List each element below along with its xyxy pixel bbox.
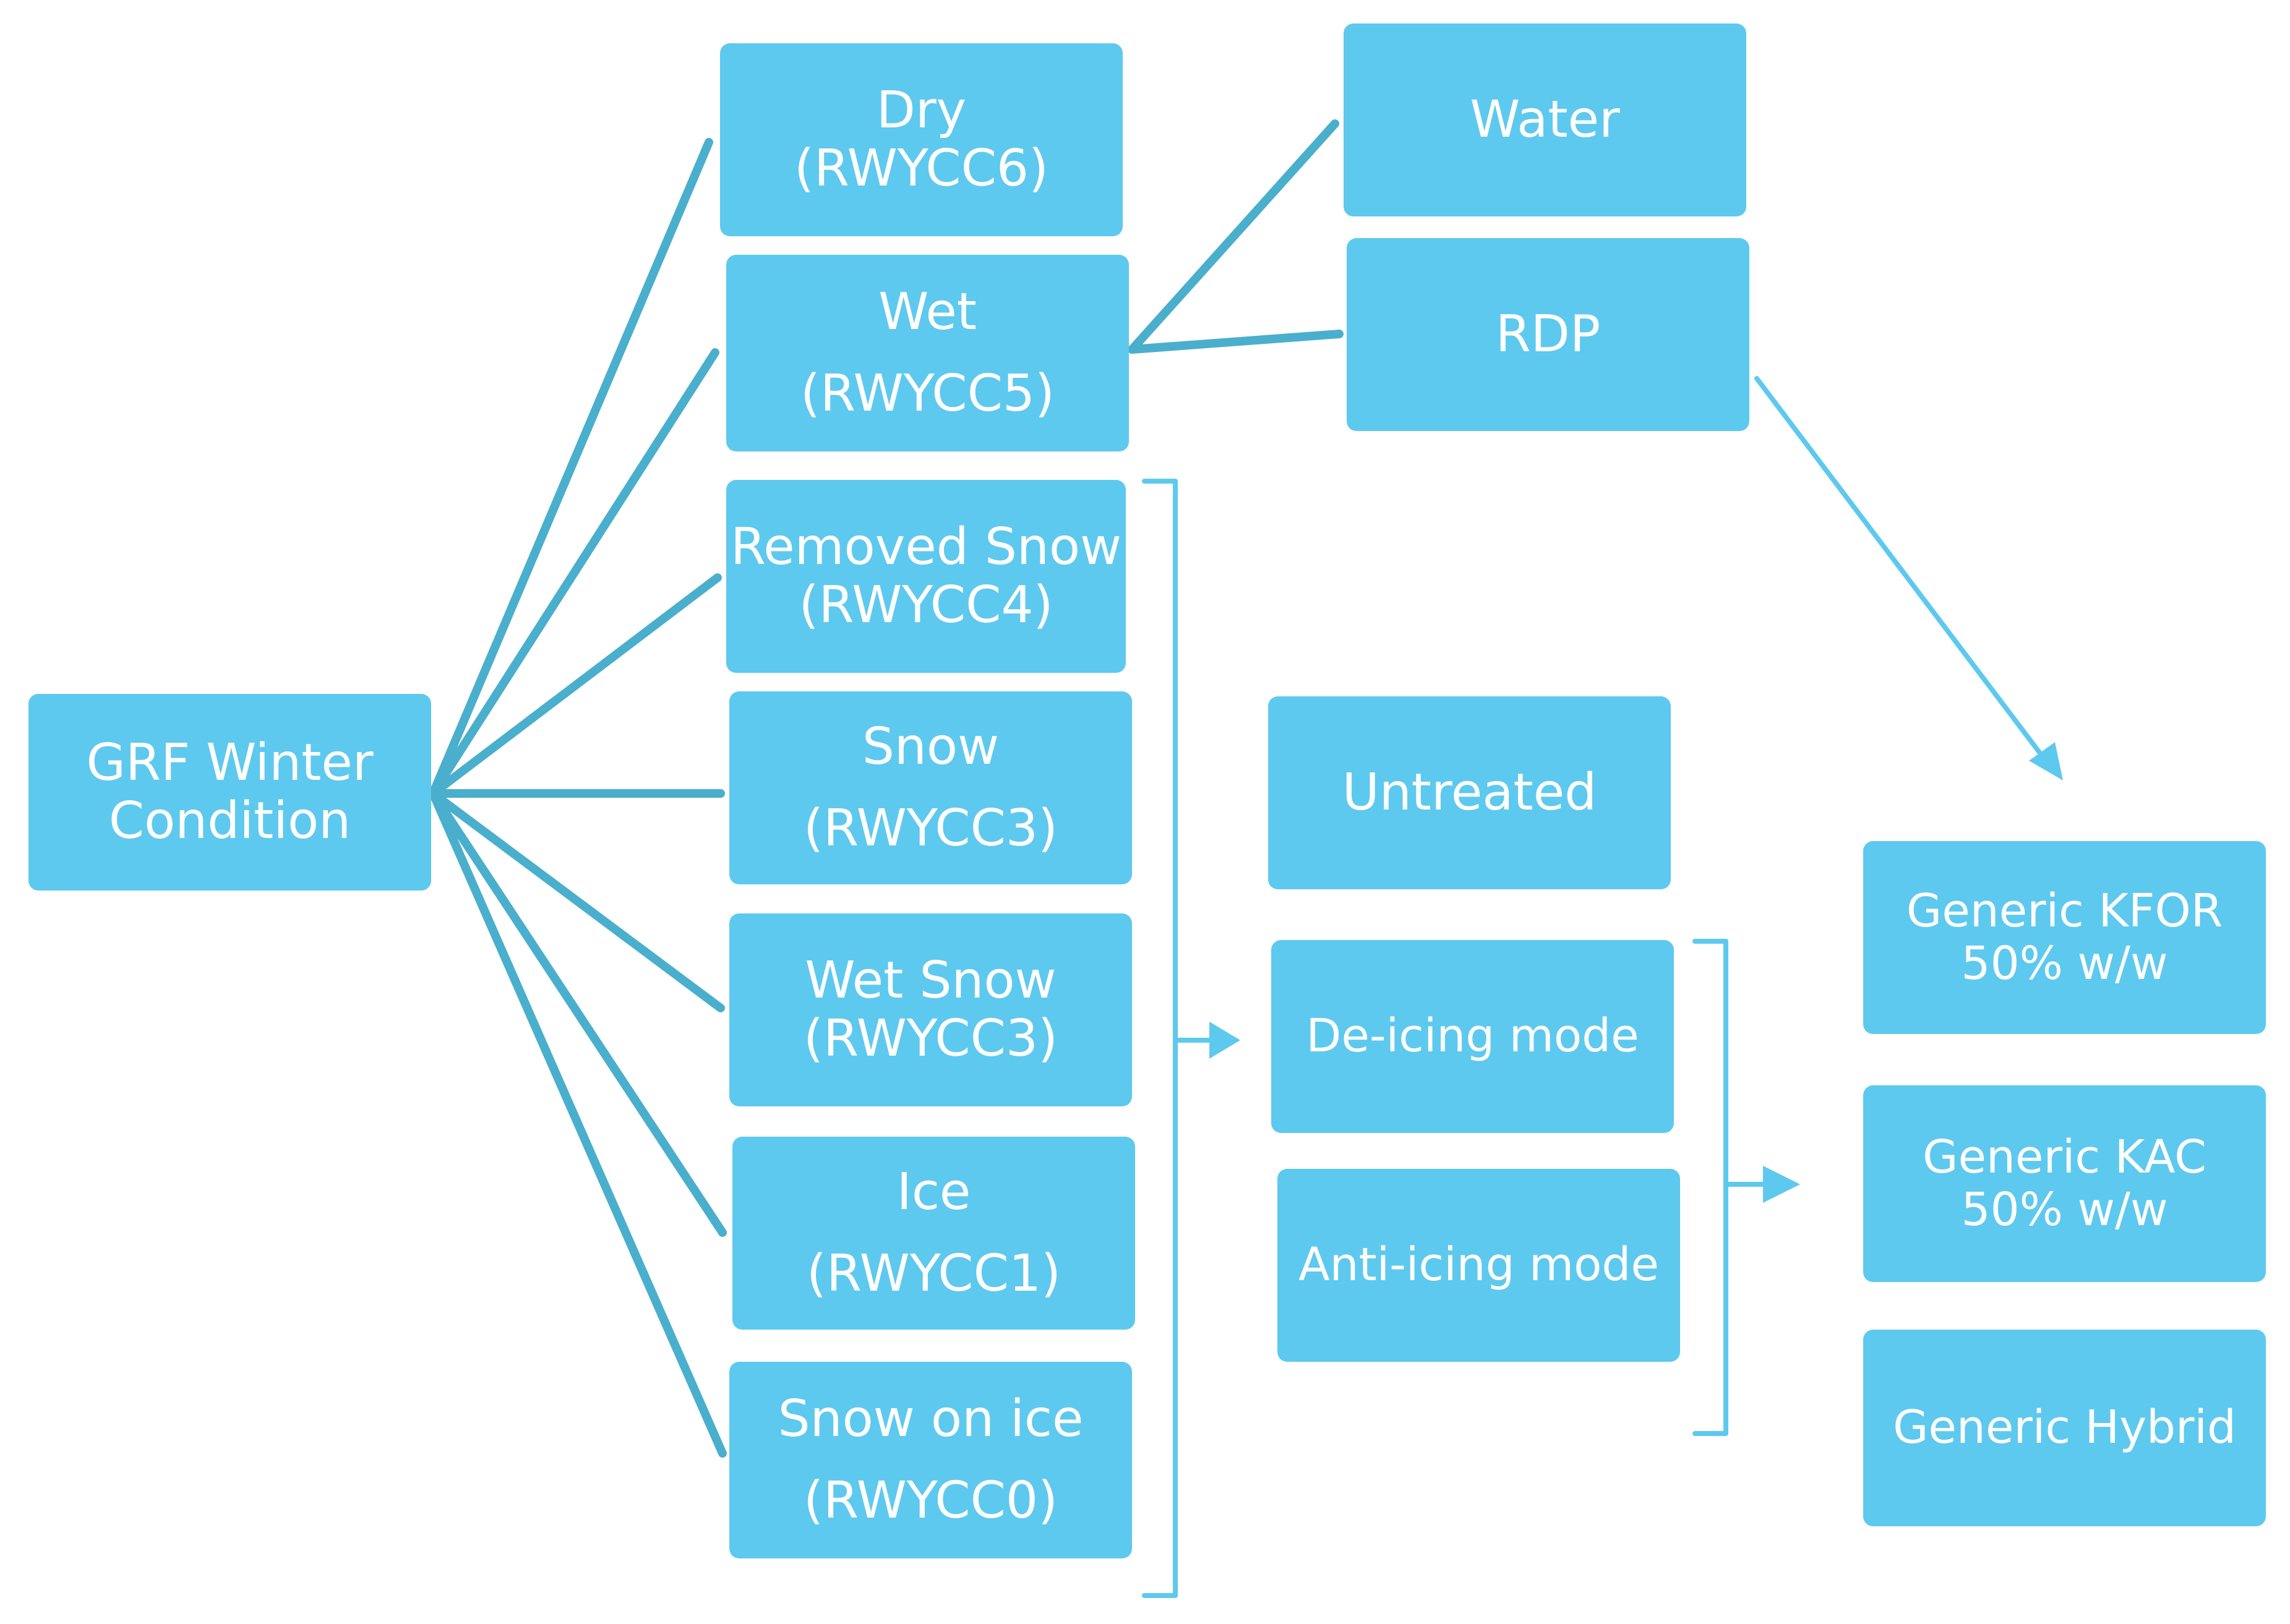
root-box: GRF Winter Condition bbox=[28, 694, 431, 891]
connector-wet-water bbox=[1128, 119, 1339, 354]
mode-untreated-label: Untreated bbox=[1342, 763, 1597, 822]
condition-ice-box: Ice (RWYCC1) bbox=[732, 1137, 1135, 1330]
chemical-kfor-line2: 50% w/w bbox=[1961, 937, 2168, 990]
connector-root-ice bbox=[429, 789, 727, 1237]
connector-root-snow-on-ice bbox=[429, 789, 727, 1458]
condition-wet-snow-code: (RWYCC3) bbox=[803, 1009, 1058, 1068]
connector-root-wet bbox=[429, 348, 719, 798]
condition-removed-snow-box: Removed Snow (RWYCC4) bbox=[726, 480, 1126, 673]
bracket-conditions bbox=[1142, 479, 1178, 1598]
condition-snow-on-ice-name: Snow on ice bbox=[778, 1389, 1084, 1448]
condition-snow-code: (RWYCC3) bbox=[803, 799, 1058, 858]
condition-dry-box: Dry (RWYCC6) bbox=[720, 43, 1123, 236]
wet-type-rdp-box: RDP bbox=[1347, 238, 1749, 431]
chemical-kfor-box: Generic KFOR 50% w/w bbox=[1863, 841, 2266, 1034]
connector-root-wet-snow bbox=[429, 789, 725, 1012]
wet-type-rdp-label: RDP bbox=[1495, 304, 1601, 364]
connector-root-removed-snow bbox=[429, 573, 722, 798]
wet-type-water-box: Water bbox=[1344, 24, 1746, 216]
condition-ice-code: (RWYCC1) bbox=[806, 1244, 1061, 1303]
connector-wet-rdp bbox=[1128, 330, 1344, 354]
connector-root-dry bbox=[429, 138, 713, 798]
mode-anti-icing-label: Anti-icing mode bbox=[1298, 1238, 1659, 1292]
bracket-modes bbox=[1692, 939, 1728, 1436]
root-label-line1: GRF Winter bbox=[86, 733, 374, 792]
condition-wet-code: (RWYCC5) bbox=[800, 364, 1055, 423]
chemical-kfor-line1: Generic KFOR bbox=[1906, 884, 2223, 938]
arrow-conditions-to-modes-head bbox=[1209, 1022, 1240, 1059]
condition-snow-name: Snow bbox=[862, 717, 1000, 776]
mode-untreated-box: Untreated bbox=[1268, 696, 1671, 889]
condition-wet-snow-box: Wet Snow (RWYCC3) bbox=[729, 913, 1132, 1106]
condition-snow-on-ice-box: Snow on ice (RWYCC0) bbox=[729, 1362, 1132, 1558]
chemical-kac-box: Generic KAC 50% w/w bbox=[1863, 1085, 2266, 1282]
mode-de-icing-box: De-icing mode bbox=[1271, 940, 1674, 1133]
condition-removed-snow-code: (RWYCC4) bbox=[799, 576, 1053, 635]
arrow-rdp-to-chemicals-head bbox=[2029, 742, 2063, 780]
condition-dry-name: Dry bbox=[876, 80, 967, 140]
condition-dry-code: (RWYCC6) bbox=[794, 139, 1049, 198]
wet-type-water-label: Water bbox=[1470, 90, 1620, 149]
condition-removed-snow-name: Removed Snow bbox=[730, 517, 1122, 576]
condition-wet-snow-name: Wet Snow bbox=[805, 951, 1057, 1010]
arrow-rdp-to-chemicals-shaft bbox=[1754, 376, 2043, 756]
mode-anti-icing-box: Anti-icing mode bbox=[1277, 1169, 1680, 1362]
arrow-modes-to-chemicals-head bbox=[1763, 1166, 1800, 1203]
condition-wet-name: Wet bbox=[878, 282, 977, 341]
condition-ice-name: Ice bbox=[896, 1162, 971, 1221]
condition-snow-on-ice-code: (RWYCC0) bbox=[803, 1471, 1058, 1530]
condition-snow-box: Snow (RWYCC3) bbox=[729, 691, 1132, 884]
condition-wet-box: Wet (RWYCC5) bbox=[726, 255, 1129, 451]
chemical-hybrid-line1: Generic Hybrid bbox=[1893, 1401, 2236, 1455]
chemical-kac-line2: 50% w/w bbox=[1961, 1183, 2168, 1236]
chemical-kac-line1: Generic KAC bbox=[1923, 1130, 2206, 1184]
chemical-hybrid-box: Generic Hybrid bbox=[1863, 1330, 2266, 1526]
mode-de-icing-label: De-icing mode bbox=[1306, 1009, 1639, 1063]
root-label-line2: Condition bbox=[108, 792, 351, 850]
